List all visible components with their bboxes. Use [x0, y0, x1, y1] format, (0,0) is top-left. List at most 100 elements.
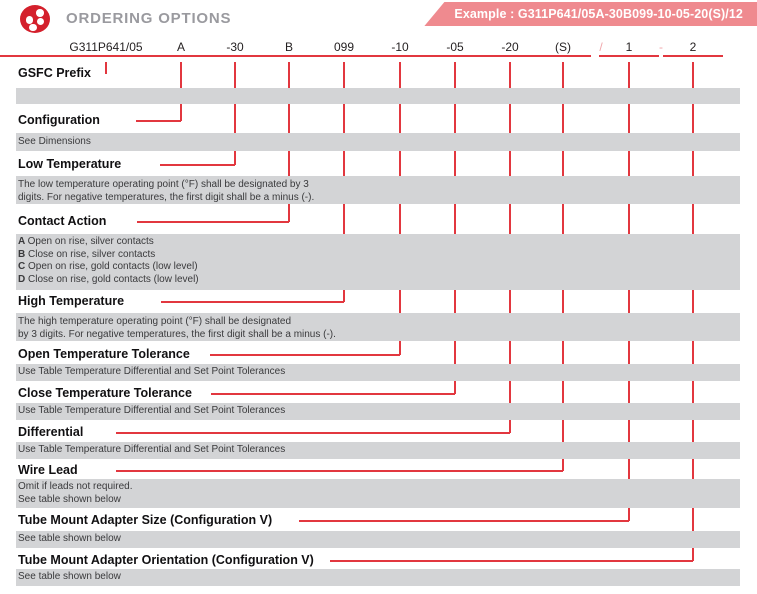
contact-action-option: D Close on rise, gold contacts (low leve…	[18, 273, 199, 285]
logo-dot-1	[36, 9, 44, 17]
description-band	[16, 133, 740, 151]
code-segment-2: -30	[205, 40, 265, 57]
section-description-5: Use Table Temperature Differential and S…	[18, 366, 286, 377]
page-header: ORDERING OPTIONS Example : G311P641/05A-…	[0, 0, 757, 36]
leader-horizontal	[330, 560, 693, 562]
code-segment-rule	[535, 55, 591, 57]
section-label-6: Close Temperature Tolerance	[18, 386, 192, 400]
code-segment-text: G311P641/05	[69, 40, 143, 54]
leader-horizontal	[116, 432, 510, 434]
code-segment-text: /	[599, 40, 603, 54]
leader-horizontal	[299, 520, 629, 522]
description-band	[16, 442, 740, 459]
code-segment-0: G311P641/05	[0, 40, 224, 57]
code-segment-rule	[599, 55, 659, 57]
leader-horizontal	[116, 470, 563, 472]
leader-vertical	[234, 62, 236, 165]
logo-dot-4	[29, 23, 37, 31]
leader-vertical	[454, 62, 456, 394]
section-label-9: Tube Mount Adapter Size (Configuration V…	[18, 513, 273, 527]
section-label-5: Open Temperature Tolerance	[18, 347, 190, 361]
leader-vertical	[105, 62, 107, 74]
description-band	[16, 479, 740, 508]
page-title: ORDERING OPTIONS	[66, 10, 232, 27]
code-segment-text: A	[176, 40, 185, 54]
code-segment-rule	[425, 55, 485, 57]
example-part-number-banner: Example : G311P641/05A-30B099-10-05-20(S…	[424, 2, 757, 26]
section-label-8: Wire Lead	[18, 463, 78, 477]
description-band	[16, 403, 740, 420]
contact-action-option: B Close on rise, silver contacts	[18, 248, 156, 260]
section-description-9: See table shown below	[18, 533, 121, 544]
part-number-code-row: G311P641/05 A -30 B 099 -10 -05 -20 (S) / 1 - 2	[0, 40, 757, 62]
code-segment-10: 1	[599, 40, 659, 57]
leader-horizontal	[136, 120, 181, 122]
section-description-2: The low temperature operating point (°F)…	[18, 179, 315, 203]
code-segment-rule	[663, 55, 723, 57]
code-segment-12: 2	[663, 40, 723, 57]
description-band	[16, 88, 740, 104]
section-description-10: See table shown below	[18, 571, 121, 582]
leader-horizontal	[210, 354, 400, 356]
code-segment-11: -	[649, 40, 673, 57]
four-dot-circle-logo-icon	[20, 5, 50, 33]
option-code: D	[18, 273, 28, 285]
leader-vertical	[692, 62, 694, 561]
section-description-1: See Dimensions	[18, 136, 91, 147]
section-description-4: The high temperature operating point (°F…	[18, 316, 336, 340]
code-segment-8: (S)	[535, 40, 591, 57]
leader-horizontal	[161, 301, 344, 303]
description-band	[16, 364, 740, 381]
section-label-7: Differential	[18, 425, 84, 439]
code-segment-text: -05	[446, 40, 464, 54]
contact-action-option: A Open on rise, silver contacts	[18, 236, 154, 247]
code-segment-rule	[0, 55, 224, 57]
logo-dot-2	[25, 16, 33, 24]
section-label-3: Contact Action	[18, 214, 107, 228]
code-segment-text: -10	[391, 40, 409, 54]
code-segment-text: -30	[226, 40, 244, 54]
section-label-2: Low Temperature	[18, 157, 122, 171]
leader-horizontal	[137, 221, 289, 223]
code-segment-4: 099	[314, 40, 374, 57]
section-description-7: Use Table Temperature Differential and S…	[18, 444, 286, 455]
code-segment-text: -20	[501, 40, 519, 54]
code-segment-1: A	[151, 40, 211, 57]
code-segment-text: 1	[625, 40, 633, 54]
leader-vertical	[399, 62, 401, 355]
description-band	[16, 234, 740, 290]
description-band	[16, 176, 740, 204]
leader-vertical	[628, 62, 630, 521]
description-band	[16, 313, 740, 341]
logo-dot-3	[37, 17, 44, 25]
code-segment-9: /	[587, 40, 615, 57]
code-segment-text: 2	[689, 40, 697, 54]
section-description-6: Use Table Temperature Differential and S…	[18, 405, 286, 416]
option-code: B	[18, 248, 28, 260]
code-segment-rule	[480, 55, 540, 57]
section-label-0: GSFC Prefix	[18, 66, 91, 80]
code-segment-text: 099	[333, 40, 355, 54]
leader-horizontal	[160, 164, 235, 166]
option-code: C	[18, 261, 28, 272]
section-label-4: High Temperature	[18, 294, 125, 308]
code-segment-7: -20	[480, 40, 540, 57]
code-segment-rule	[205, 55, 265, 57]
code-segment-rule	[151, 55, 211, 57]
code-segment-3: B	[261, 40, 317, 57]
code-segment-text: B	[284, 40, 293, 54]
description-band	[16, 531, 740, 548]
code-segment-text: -	[659, 40, 663, 54]
section-label-10: Tube Mount Adapter Orientation (Configur…	[18, 553, 314, 567]
code-segment-text: (S)	[555, 40, 571, 54]
code-segment-6: -05	[425, 40, 485, 57]
leader-horizontal	[211, 393, 455, 395]
option-code: A	[18, 236, 28, 247]
section-label-1: Configuration	[18, 113, 100, 127]
description-band	[16, 569, 740, 586]
code-segment-rule	[314, 55, 374, 57]
contact-action-option: C Open on rise, gold contacts (low level…	[18, 261, 198, 272]
code-segment-rule	[261, 55, 317, 57]
